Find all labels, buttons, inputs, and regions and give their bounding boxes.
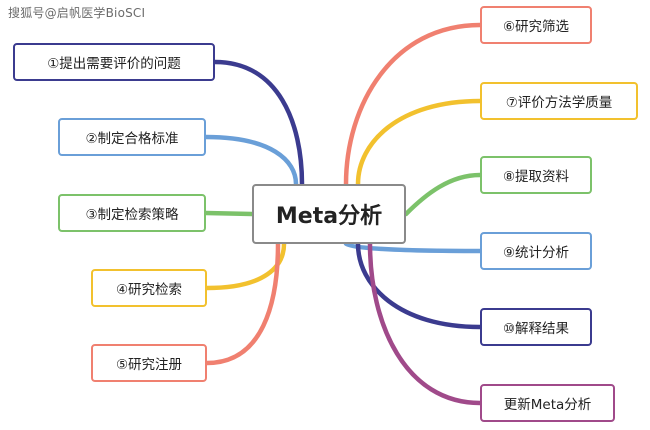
step-node-4: ④研究检索 [91,269,207,307]
step-node-label: ⑥研究筛选 [502,19,570,35]
step-node-label: ②制定合格标准 [85,131,179,147]
step-node-label: ④研究检索 [115,282,183,298]
branch-left-5 [204,241,281,366]
step-node-1: ①提出需要评价的问题 [13,43,215,81]
step-node-11: 更新Meta分析 [480,384,615,422]
central-node: Meta分析 [252,184,406,244]
step-node-label: ⑦评价方法学质量 [505,95,613,111]
branch-right-6 [343,22,483,187]
branch-left-4 [204,241,287,291]
branch-right-8 [403,172,483,217]
step-node-label: ⑩解释结果 [502,321,570,337]
branch-right-9 [343,241,483,254]
step-node-label: ⑤研究注册 [115,357,183,373]
step-node-label: 更新Meta分析 [503,397,592,413]
branch-left-2 [203,134,299,187]
branch-left-1 [212,59,305,187]
step-node-9: ⑨统计分析 [480,232,592,270]
branch-right-7 [355,98,483,187]
central-node-label: Meta分析 [275,204,383,229]
branch-left-3 [203,210,255,217]
step-node-label: ①提出需要评价的问题 [47,56,181,72]
watermark: 搜狐号@启帆医学BioSCI [8,6,146,20]
step-node-10: ⑩解释结果 [480,308,592,346]
step-node-8: ⑧提取资料 [480,156,592,194]
step-node-label: ③制定检索策略 [85,207,179,223]
step-node-5: ⑤研究注册 [91,344,207,382]
branch-right-10 [355,241,483,330]
step-node-3: ③制定检索策略 [58,194,206,232]
step-node-label: ⑧提取资料 [502,169,570,185]
step-node-7: ⑦评价方法学质量 [480,82,638,120]
step-node-label: ⑨统计分析 [502,245,570,261]
branch-right-11 [367,241,483,406]
step-node-2: ②制定合格标准 [58,118,206,156]
step-node-6: ⑥研究筛选 [480,6,592,44]
